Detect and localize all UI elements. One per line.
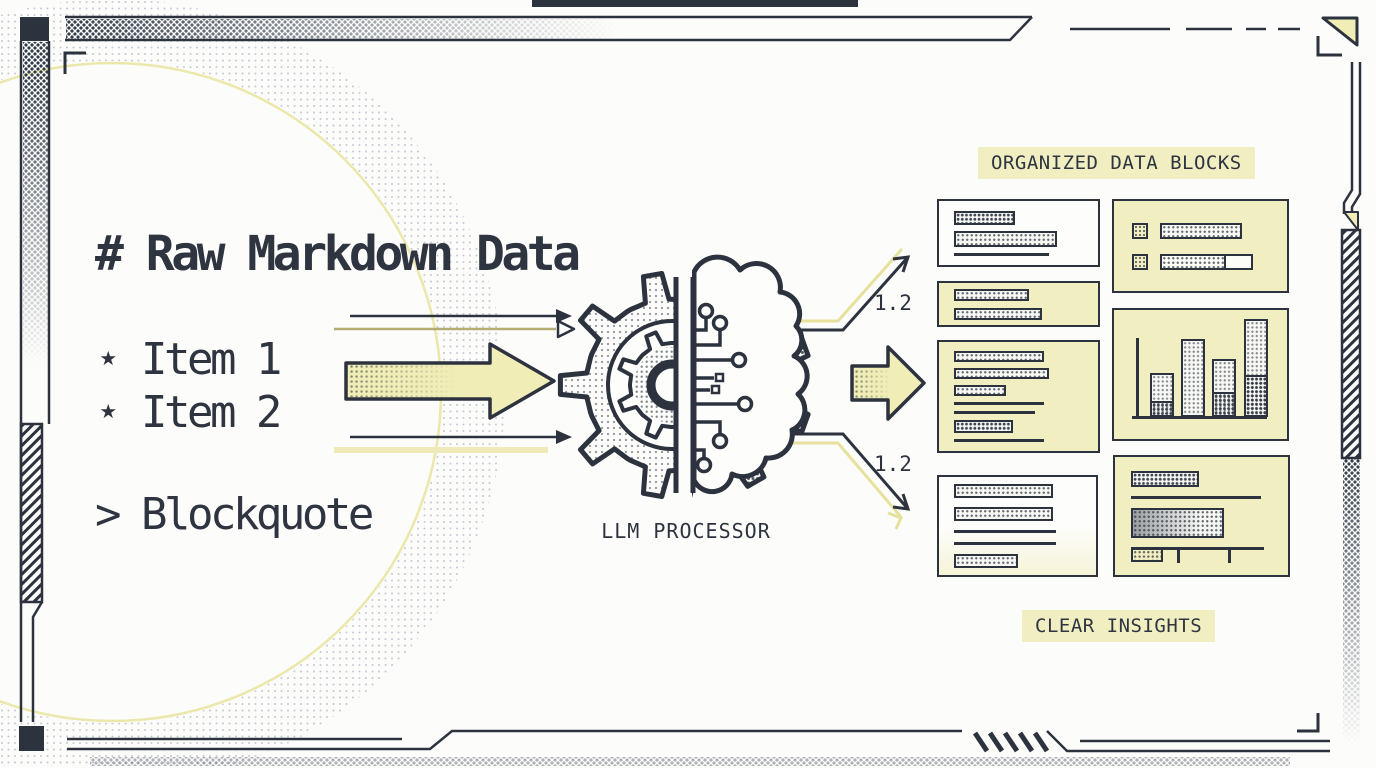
data-block-card-b bbox=[937, 281, 1111, 338]
data-block-card-f bbox=[1112, 308, 1300, 452]
placeholder-bar bbox=[954, 484, 1054, 498]
chart-bar-base bbox=[1245, 375, 1266, 415]
chart-bar bbox=[1181, 338, 1205, 417]
chart-bar bbox=[1149, 373, 1174, 417]
mini-bar-chart bbox=[1126, 318, 1275, 429]
placeholder-bar bbox=[954, 288, 1029, 301]
placeholder-bar bbox=[954, 351, 1045, 362]
chart-bar-base bbox=[1151, 401, 1172, 415]
bracket-bottom-right bbox=[1297, 713, 1320, 733]
chevron-hatch-bottom bbox=[972, 731, 1050, 753]
markdown-heading: # Raw Markdown Data bbox=[95, 226, 581, 282]
frame-halftone-strip-left bbox=[23, 42, 48, 377]
placeholder-bar bbox=[954, 230, 1058, 247]
placeholder-bar bbox=[954, 420, 1014, 433]
bullet-square bbox=[1132, 222, 1148, 239]
icon-bar-row bbox=[1132, 253, 1269, 270]
icon-bar-row bbox=[1132, 222, 1269, 239]
panel-footer-label: CLEAR INSIGHTS bbox=[1022, 610, 1216, 642]
placeholder-line bbox=[954, 402, 1045, 405]
corner-square-bottom-left bbox=[19, 726, 44, 751]
input-block-arrow bbox=[344, 342, 556, 420]
corner-triangle-right bbox=[1343, 211, 1359, 231]
output-diagonal-arrow-top bbox=[788, 248, 911, 332]
placeholder-bar bbox=[1131, 507, 1225, 538]
progress-bar bbox=[1160, 253, 1254, 270]
placeholder-line bbox=[954, 411, 1036, 414]
flow-weight-label-top: 1.2 bbox=[874, 291, 912, 315]
circuit-traces bbox=[694, 318, 738, 458]
placeholder-line bbox=[954, 542, 1056, 545]
markdown-item-1: ⋆ Item 1 bbox=[95, 334, 282, 385]
placeholder-bar bbox=[954, 210, 1015, 225]
placeholder-bar bbox=[954, 368, 1050, 379]
circuit-nodes bbox=[695, 302, 754, 474]
bullet-square bbox=[1132, 253, 1148, 270]
top-edge-bar bbox=[532, 0, 858, 7]
frame-halftone-strip-right bbox=[1343, 458, 1360, 754]
data-block-card-e bbox=[1112, 199, 1300, 304]
placeholder-bar bbox=[1160, 222, 1243, 239]
data-block-card-g bbox=[1113, 455, 1301, 588]
tick-ruler bbox=[1131, 546, 1264, 563]
placeholder-line bbox=[1131, 495, 1261, 499]
markdown-item-2: ⋆ Item 2 bbox=[95, 387, 282, 438]
chart-bar-base bbox=[1214, 392, 1235, 415]
placeholder-line bbox=[954, 439, 1045, 442]
brain-outline bbox=[692, 254, 810, 495]
placeholder-bar bbox=[954, 307, 1042, 320]
output-diagonal-arrow-bottom bbox=[788, 432, 911, 530]
data-block-card-c bbox=[937, 340, 1111, 464]
brain-half bbox=[692, 254, 811, 498]
bracket-top-right bbox=[1316, 36, 1342, 57]
placeholder-line bbox=[954, 252, 1050, 256]
data-block-card-d bbox=[937, 475, 1109, 588]
ruler-tick bbox=[1177, 549, 1181, 563]
frame-halftone-band-top bbox=[66, 19, 666, 39]
panel-header-label: ORGANIZED DATA BLOCKS bbox=[978, 147, 1255, 179]
placeholder-bar bbox=[954, 385, 1006, 396]
frame-halftone-strip-bottom bbox=[90, 757, 1290, 766]
input-thin-arrows bbox=[334, 309, 576, 453]
placeholder-bar bbox=[954, 507, 1054, 521]
corner-square-top-left bbox=[20, 17, 49, 41]
chart-bar bbox=[1212, 359, 1237, 417]
chart-bar bbox=[1243, 318, 1268, 417]
placeholder-bar bbox=[954, 554, 1018, 568]
flow-weight-label-bottom: 1.2 bbox=[874, 452, 912, 476]
processor-label: LLM PROCESSOR bbox=[601, 519, 771, 543]
corner-triangle-top-right bbox=[1321, 16, 1359, 47]
data-block-card-a bbox=[937, 199, 1111, 278]
gear-half bbox=[557, 271, 676, 499]
bracket-top-left bbox=[63, 51, 86, 74]
ruler-tick bbox=[1227, 549, 1231, 563]
output-block-arrow bbox=[850, 345, 926, 421]
placeholder-line bbox=[954, 530, 1056, 533]
placeholder-bar bbox=[1131, 470, 1199, 487]
markdown-blockquote: > Blockquote bbox=[95, 489, 374, 540]
